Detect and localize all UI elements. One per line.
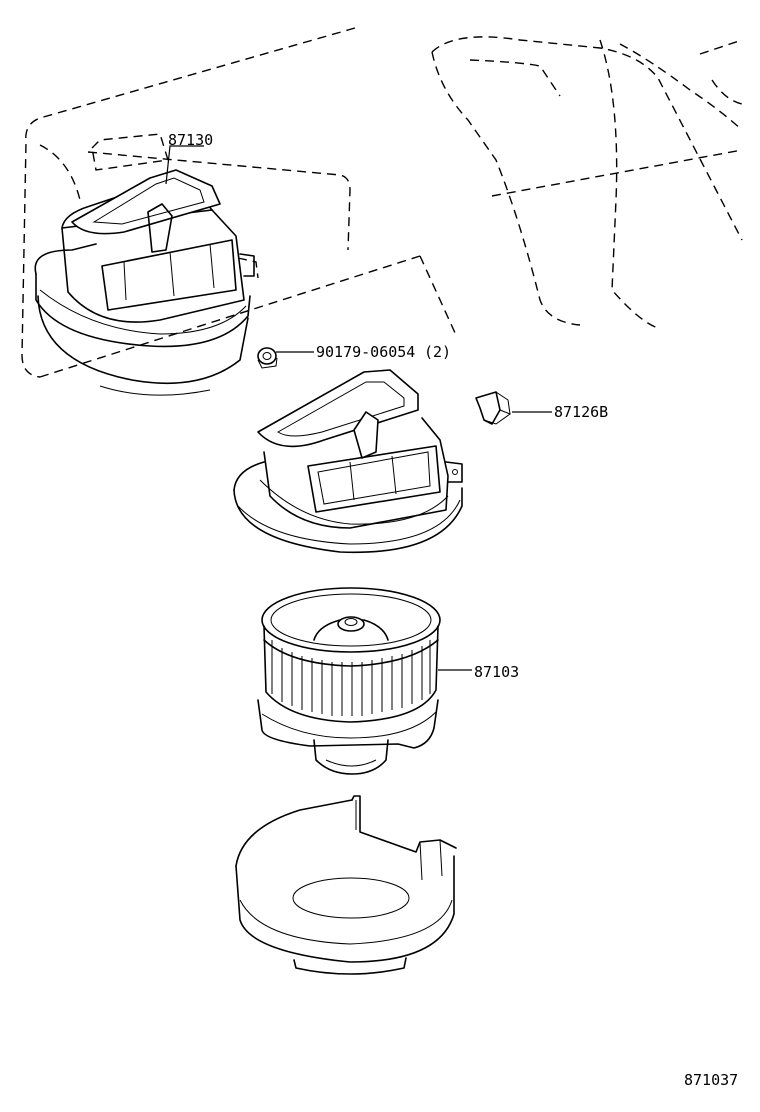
clip-nut-part: 90179-06054 (2) (257, 343, 451, 369)
bracket-clip-part: 87126B (475, 391, 608, 425)
quantity-label: (2) (424, 343, 451, 361)
callout-87130: 87130 (165, 131, 213, 185)
part-number-87126B: 87126B (554, 403, 608, 421)
figure-id: 871037 (684, 1071, 738, 1089)
exploded-upper-housing (233, 369, 463, 554)
fan-blades (271, 640, 431, 716)
dashboard-outline (21, 27, 743, 378)
part-number-87130: 87130 (168, 131, 213, 149)
installed-blower-unit (34, 169, 255, 396)
lower-housing-case (235, 795, 457, 975)
part-number-87103: 87103 (474, 663, 519, 681)
part-number-90179-06054: 90179-06054 (316, 343, 415, 361)
fan-motor-assembly-part: 87103 (257, 587, 519, 775)
